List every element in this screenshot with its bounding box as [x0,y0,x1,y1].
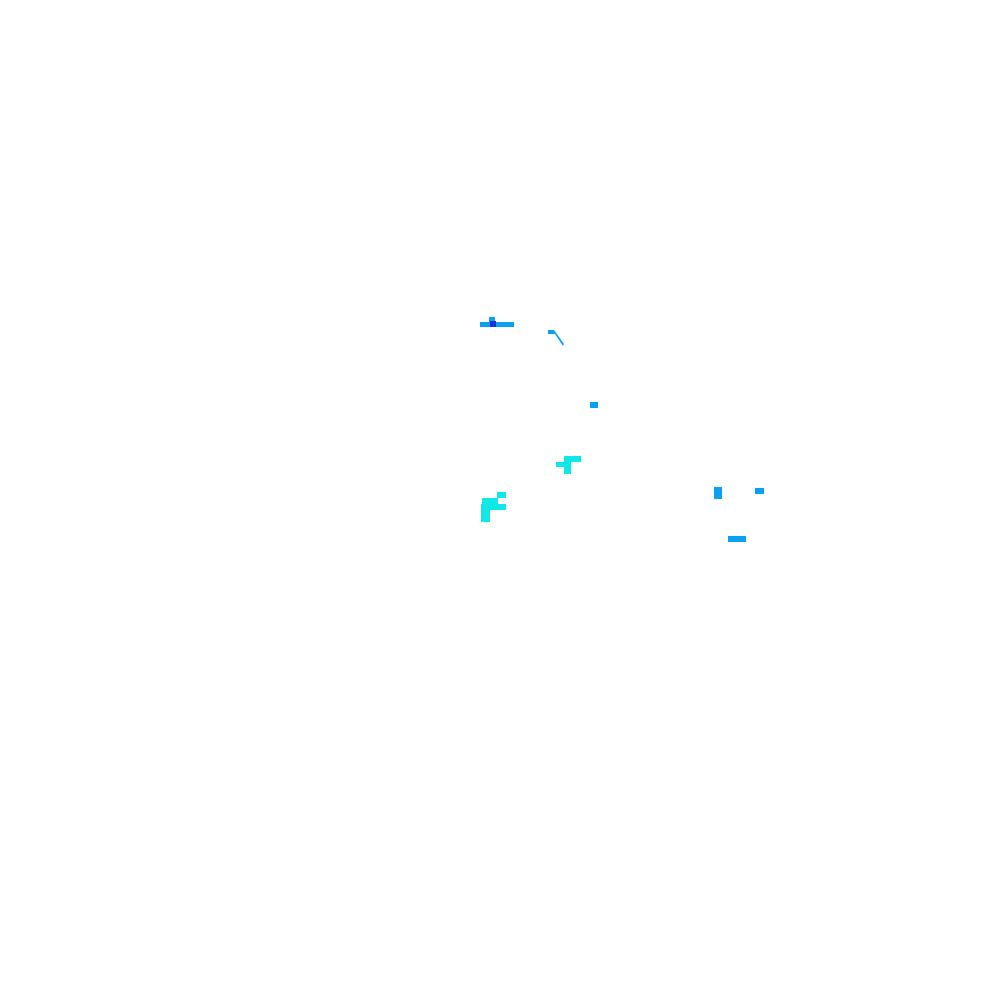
fragment-1-bar [480,322,514,327]
fragment-4-stem [564,461,571,474]
fragment-5-top-right [497,492,506,498]
fragment-6 [714,487,722,499]
fragment-8 [728,536,746,542]
fragment-3 [590,402,598,408]
fragment-7 [755,488,764,494]
fragment-1 [480,317,516,331]
fragment-2 [547,327,567,347]
fragment-5 [480,490,510,524]
fragment-2-stroke [548,330,564,346]
fragment-4-top [564,456,581,462]
fragment-5-stem [481,504,490,522]
fragment-4-left [556,462,566,467]
fragment-1-top [489,317,495,322]
fragment-5-top [482,498,498,504]
fragment-4 [555,455,583,475]
fragment-1-core [490,321,496,327]
fragment-5-mid [482,504,506,510]
